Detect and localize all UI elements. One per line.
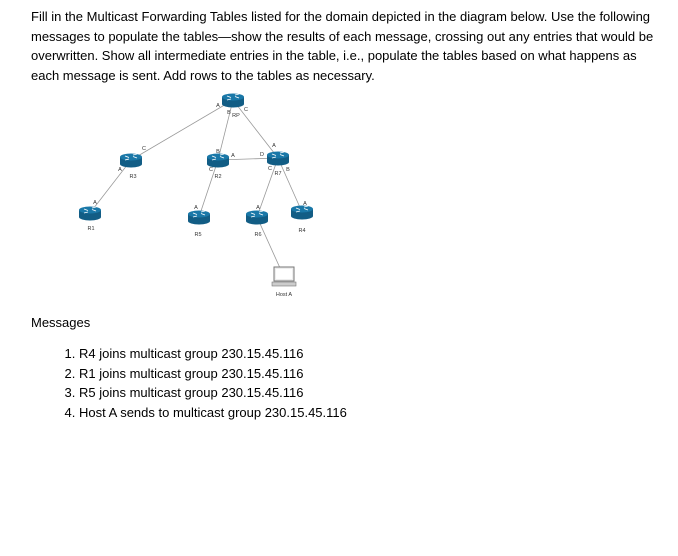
router-icon-r4 <box>291 205 313 220</box>
router-icon-r5 <box>188 210 210 225</box>
host-a-label: Host A <box>276 292 293 298</box>
port-label: B <box>227 110 231 116</box>
instructions-text: Fill in the Multicast Forwarding Tables … <box>31 9 654 83</box>
router-icon-r1 <box>79 206 101 221</box>
port-label: A <box>194 205 198 211</box>
port-label: B <box>216 149 220 155</box>
router-label: R7 <box>274 171 281 177</box>
router-icon-r7 <box>267 151 289 166</box>
port-label: B <box>286 167 290 173</box>
port-label: C <box>142 146 146 152</box>
port-label: C <box>268 166 272 172</box>
port-label: A <box>118 167 122 173</box>
router-icon-rp <box>222 93 244 108</box>
port-label: C <box>209 167 213 173</box>
message-item: R1 joins multicast group 230.15.45.116 <box>79 364 347 384</box>
port-label: C <box>244 107 248 113</box>
message-item: Host A sends to multicast group 230.15.4… <box>79 403 347 423</box>
router-icon-r3 <box>120 153 142 168</box>
router-label: RP <box>232 113 240 119</box>
router-label: R1 <box>87 226 94 232</box>
router-label: R6 <box>254 232 261 238</box>
messages-list: R4 joins multicast group 230.15.45.116 R… <box>31 344 347 422</box>
port-label: D <box>260 152 264 158</box>
port-label: A <box>231 153 235 159</box>
router-label: R5 <box>194 232 201 238</box>
router-label: R2 <box>214 174 221 180</box>
port-label: A <box>303 201 307 207</box>
router-label: R3 <box>129 174 136 180</box>
messages-heading: Messages <box>31 315 91 330</box>
port-label: A <box>272 143 276 149</box>
router-label: R4 <box>298 228 305 234</box>
links <box>89 99 303 269</box>
message-item: R5 joins multicast group 230.15.45.116 <box>79 383 347 403</box>
router-icon-r2 <box>207 153 229 168</box>
port-label: A <box>216 103 220 109</box>
host-a-icon <box>271 266 297 287</box>
router-icon-r6 <box>246 210 268 225</box>
port-label: A <box>256 205 260 211</box>
message-item: R4 joins multicast group 230.15.45.116 <box>79 344 347 364</box>
port-label: A <box>93 200 97 206</box>
